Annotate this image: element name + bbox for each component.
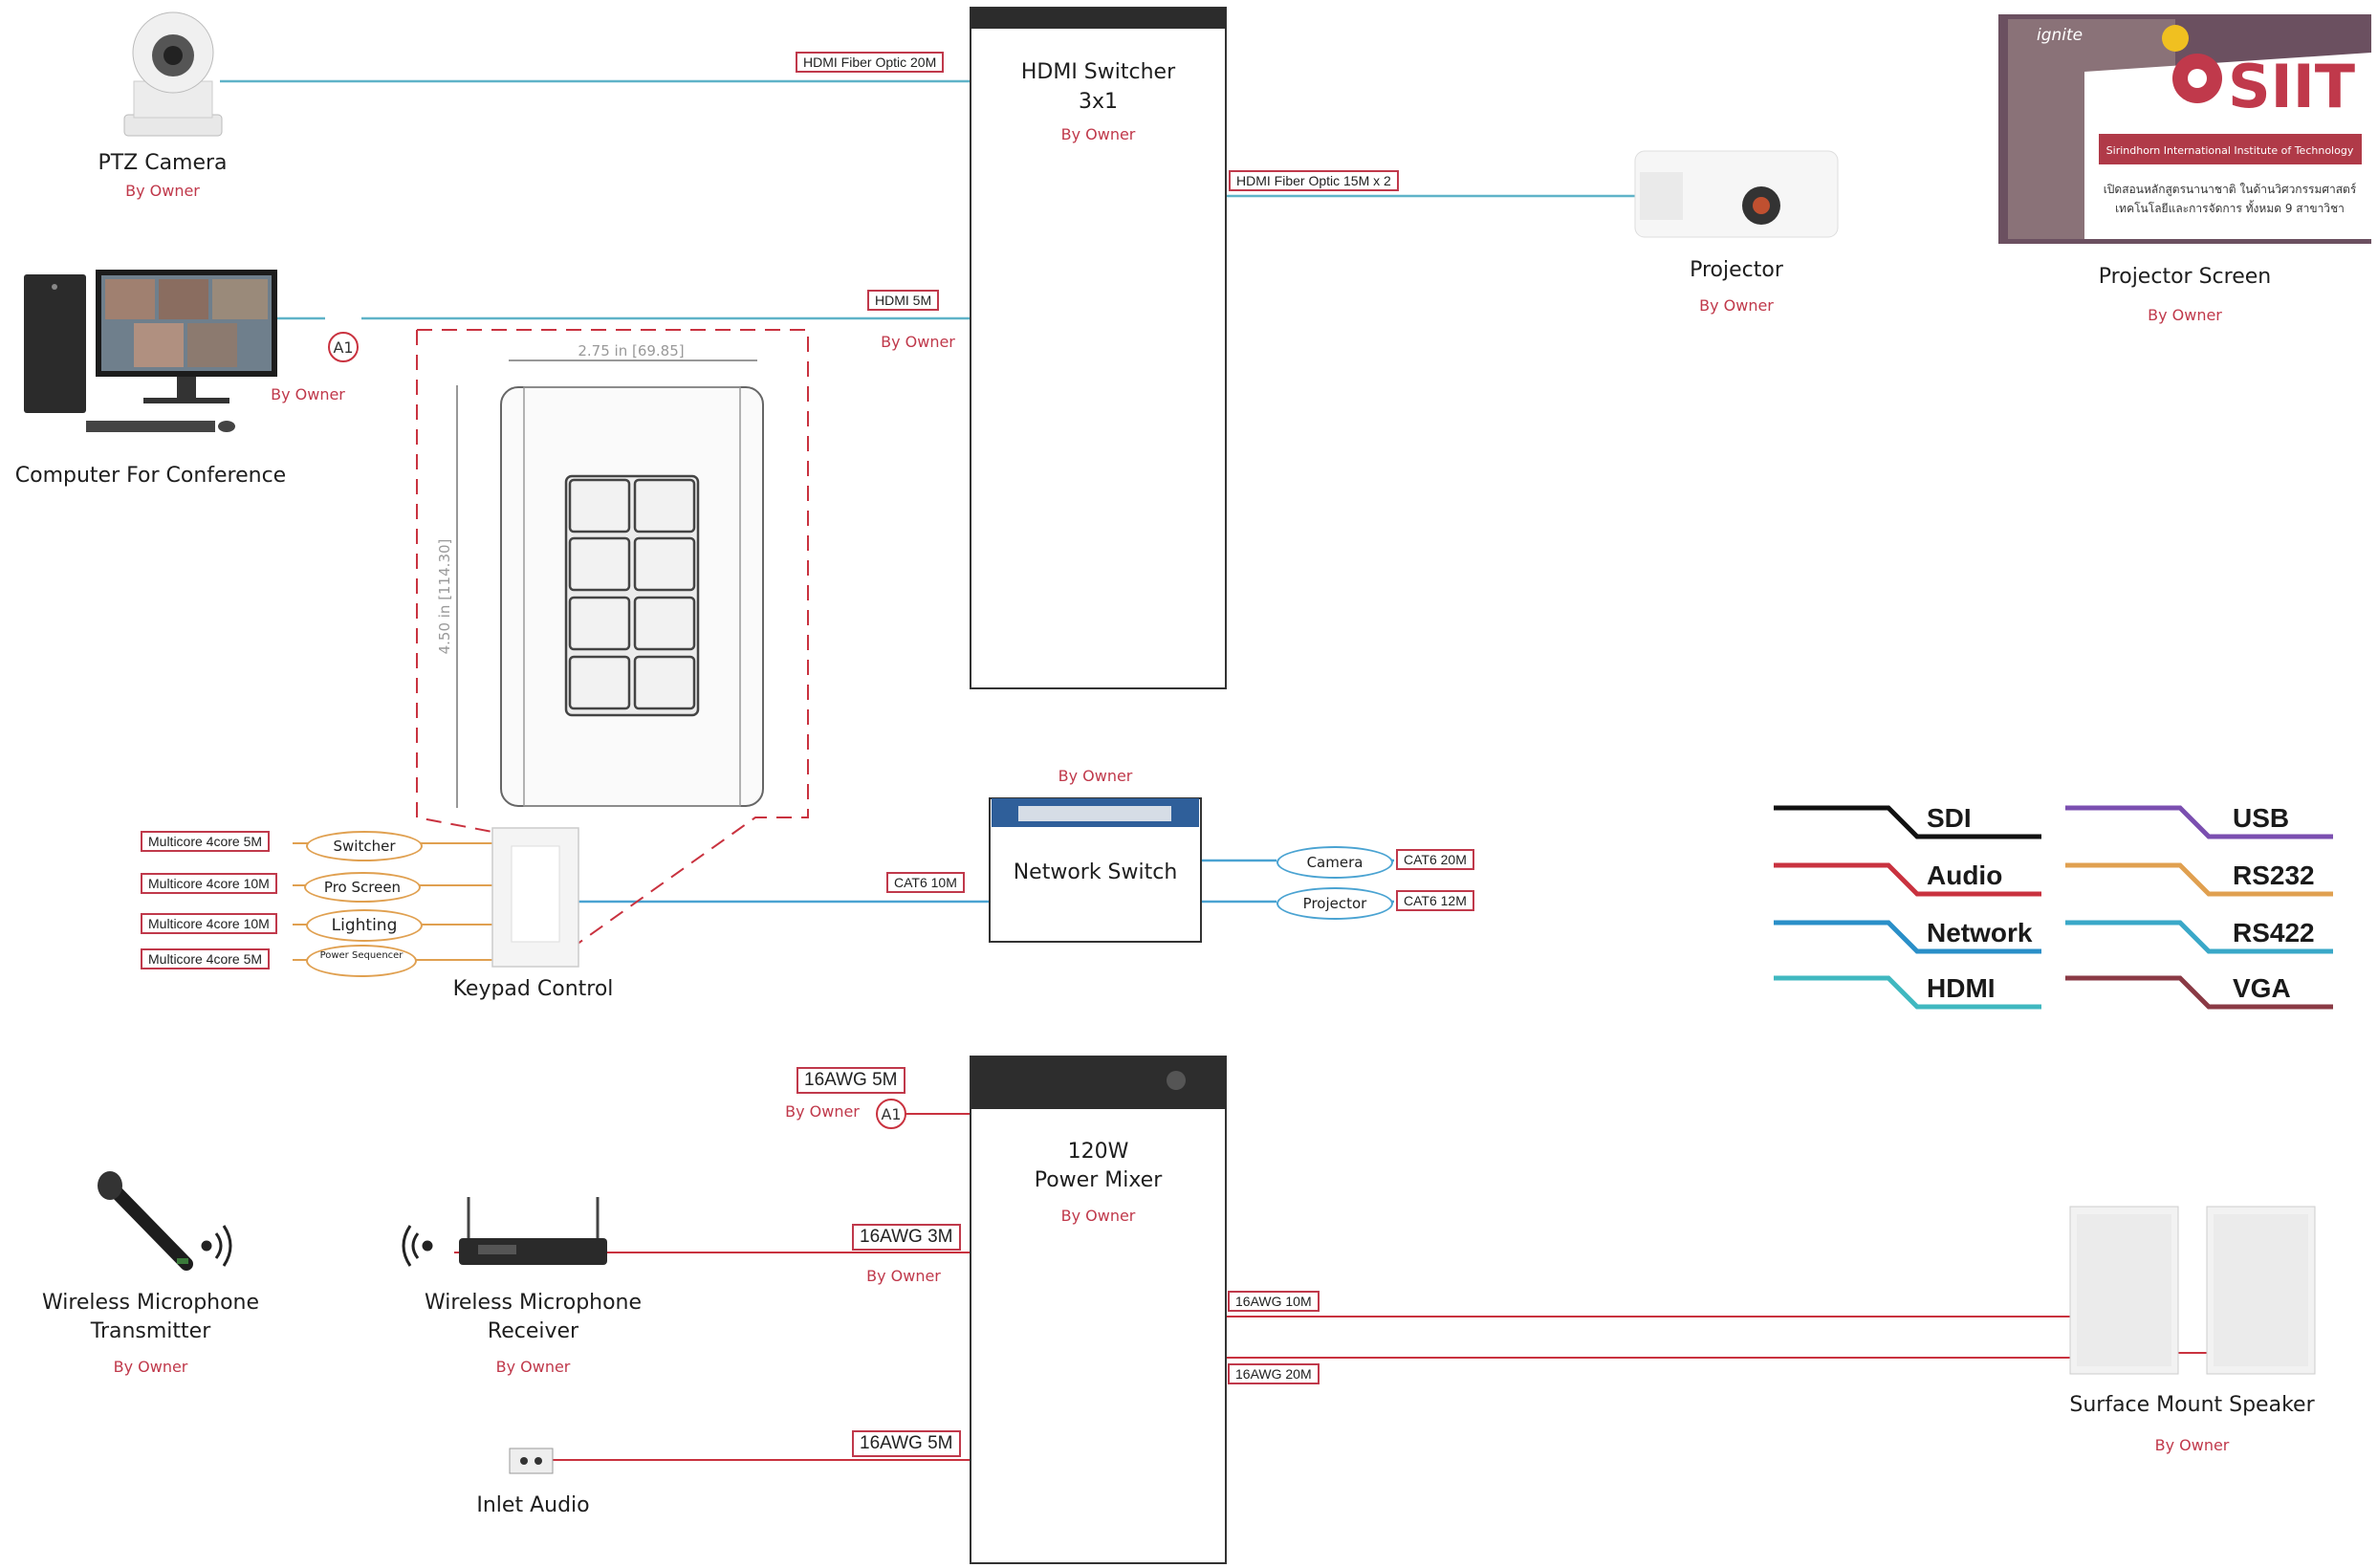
- legend-line-usb: [2065, 808, 2333, 837]
- cable-tag-computer: HDMI 5M: [867, 290, 939, 311]
- power-mixer-owner: By Owner: [971, 1207, 1226, 1225]
- legend-line-sdi: [1774, 808, 2041, 837]
- signal-out-icon: [203, 1226, 230, 1266]
- legend-label-rs422: RS422: [2233, 918, 2315, 947]
- net-port-projector: Projector: [1276, 887, 1393, 920]
- keypad-name: Keypad Control: [430, 977, 636, 1001]
- cable-tag-multicore-2: Multicore 4core 10M: [141, 873, 277, 894]
- legend-label-hdmi: HDMI: [1927, 973, 1996, 1003]
- legend-label-vga: VGA: [2233, 973, 2291, 1003]
- keypad-dim-height: 4.50 in [114.30]: [436, 539, 453, 655]
- keypad-buttons: [566, 476, 698, 715]
- legend-label-network: Network: [1927, 918, 2033, 947]
- cable-tag-multicore-4: Multicore 4core 5M: [141, 948, 270, 969]
- mic-tx-owner: By Owner: [19, 1358, 282, 1376]
- screen-brand: ignite: [2037, 26, 2083, 45]
- cable-tag-net-projector: CAT6 12M: [1396, 890, 1474, 911]
- legend-label-sdi: SDI: [1927, 803, 1972, 833]
- hdmi-switcher-subname: 3x1: [971, 90, 1226, 114]
- screen-line2: เปิดสอนหลักสูตรนานาชาติ ในด้านวิศวกรรมศา…: [2104, 183, 2357, 197]
- keypad-btn-pro-screen: Pro Screen: [304, 872, 421, 903]
- keypad-dim-width: 2.75 in [69.85]: [578, 342, 684, 359]
- screen-line1: Sirindhorn International Institute of Te…: [2106, 144, 2354, 157]
- computer-name: Computer For Conference: [0, 464, 301, 488]
- cable-mixer-in1-owner: By Owner: [774, 1102, 870, 1121]
- cable-tag-net-camera: CAT6 20M: [1396, 849, 1474, 870]
- cable-computer-owner: By Owner: [870, 333, 966, 351]
- projector-screen-owner: By Owner: [2056, 306, 2314, 324]
- power-mixer-device: [971, 1056, 1226, 1563]
- cable-tag-multicore-3: Multicore 4core 10M: [141, 913, 277, 934]
- ptz-camera-icon: [124, 12, 222, 136]
- computer-owner: By Owner: [260, 385, 356, 403]
- computer-icon: [24, 270, 277, 432]
- cable-tag-mixer-in2: 16AWG 3M: [852, 1224, 961, 1251]
- cable-tag-speaker-2: 16AWG 20M: [1228, 1363, 1320, 1384]
- ptz-camera-owner: By Owner: [67, 182, 258, 200]
- net-port-camera: Camera: [1276, 846, 1393, 879]
- projector-icon: [1635, 151, 1838, 237]
- projector-name: Projector: [1641, 258, 1832, 282]
- mic-rx-name: Wireless Microphone: [402, 1291, 665, 1315]
- cable-tag-ptz: HDMI Fiber Optic 20M: [796, 52, 944, 73]
- projector-screen-image: ignite SIIT Sirindhorn International Ins…: [1998, 14, 2371, 244]
- screen-line3: เทคโนโลยีและการจัดการ ทั้งหมด 9 สาขาวิชา: [2115, 200, 2345, 215]
- keypad-drawing: 2.75 in [69.85] 4.50 in [114.30]: [436, 342, 763, 808]
- speaker-icons: [2070, 1207, 2315, 1374]
- keypad-btn-lighting: Lighting: [306, 909, 423, 942]
- keypad-btn-power-sequencer: Power Sequencer: [306, 945, 417, 977]
- a1-marker-top-label: A1: [333, 338, 353, 357]
- receiver-icon: [459, 1197, 607, 1265]
- hdmi-switcher-name: HDMI Switcher: [971, 60, 1226, 84]
- mic-tx-subname: Transmitter: [19, 1319, 282, 1343]
- mic-rx-subname: Receiver: [402, 1319, 665, 1343]
- cable-tag-speaker-1: 16AWG 10M: [1228, 1291, 1320, 1312]
- power-mixer-watt: 120W: [971, 1140, 1226, 1164]
- hdmi-lines: [220, 81, 1635, 318]
- multicore-lines: [293, 843, 492, 960]
- keypad-btn-switcher: Switcher: [306, 831, 423, 861]
- inlet-audio-icon: [510, 1448, 553, 1473]
- signal-in-icon: [404, 1226, 431, 1266]
- power-mixer-name: Power Mixer: [971, 1168, 1226, 1192]
- network-lines: [578, 860, 1394, 902]
- keypad-device: [492, 828, 578, 967]
- mic-rx-owner: By Owner: [402, 1358, 665, 1376]
- cable-tag-mixer-in1: 16AWG 5M: [796, 1067, 905, 1094]
- cable-tag-projector: HDMI Fiber Optic 15M x 2: [1229, 170, 1399, 191]
- legend-label-audio: Audio: [1927, 860, 2002, 890]
- mic-tx-name: Wireless Microphone: [19, 1291, 282, 1315]
- screen-logo: SIIT: [2228, 52, 2355, 121]
- cable-tag-multicore-1: Multicore 4core 5M: [141, 831, 270, 852]
- legend-label-usb: USB: [2233, 803, 2289, 833]
- audio-lines: [454, 1114, 2207, 1460]
- network-switch-name: Network Switch: [990, 860, 1201, 884]
- legend-line-vga: [2065, 978, 2333, 1007]
- cable-tag-mixer-in3: 16AWG 5M: [852, 1430, 961, 1457]
- ptz-camera-name: PTZ Camera: [67, 151, 258, 175]
- hdmi-switcher-owner: By Owner: [971, 125, 1226, 143]
- cable-mixer-in2-owner: By Owner: [856, 1267, 951, 1285]
- speaker-owner: By Owner: [2046, 1436, 2338, 1454]
- projector-screen-name: Projector Screen: [2056, 265, 2314, 289]
- cable-tag-keypad-net: CAT6 10M: [886, 872, 965, 893]
- inlet-audio-name: Inlet Audio: [440, 1493, 626, 1517]
- microphone-icon: [98, 1171, 188, 1264]
- network-switch-owner: By Owner: [990, 767, 1201, 785]
- legend-label-rs232: RS232: [2233, 860, 2315, 890]
- a1-marker-bottom-label: A1: [881, 1105, 901, 1123]
- legend-line-hdmi: [1774, 978, 2041, 1007]
- projector-owner: By Owner: [1641, 296, 1832, 315]
- speaker-name: Surface Mount Speaker: [2046, 1393, 2338, 1417]
